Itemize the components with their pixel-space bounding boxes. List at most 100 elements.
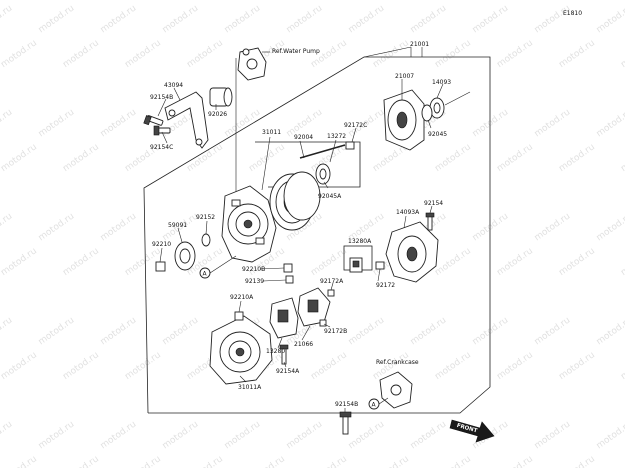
part-label: 92154B [335,401,358,408]
watermark-text: motod.ru [619,38,625,70]
part-label: 31011 [262,129,281,136]
watermark-text: motod.ru [471,3,511,35]
watermark-text: motod.ru [533,315,573,347]
watermark-text: motod.ru [223,107,263,139]
watermark-text: motod.ru [619,454,625,468]
front-label: FRONT [456,423,478,435]
watermark-text: motod.ru [309,350,349,382]
callout-a-top: A [199,267,211,279]
watermark-text: motod.ru [557,350,597,382]
part-label: 43094 [164,82,183,89]
part-label: 92154A [276,368,300,375]
svg-text:A: A [203,271,208,278]
watermark-text: motod.ru [37,419,77,451]
bolt-92154c [153,125,171,136]
watermark-text: motod.ru [471,211,511,243]
watermark-text: motod.ru [223,419,263,451]
part-label: 14093A [396,209,420,216]
watermark-text: motod.ru [285,419,325,451]
watermark-text: motod.ru [123,350,163,382]
watermark-text: motod.ru [123,38,163,70]
nut-92172c [345,141,355,150]
watermark-text: motod.ru [37,3,77,35]
bolt-92154b-top [143,115,164,126]
watermark-text: motod.ru [260,0,300,1]
watermark-text: motod.ru [595,107,625,139]
watermark-text: motod.ru [247,454,287,468]
regulator-13280a [343,245,373,273]
housing-31011 [221,185,277,263]
watermark-text: motod.ru [161,419,201,451]
watermark-text: motod.ru [619,142,625,174]
part-label: 92154B [150,94,173,101]
part-label: 92172 [376,282,395,289]
watermark-text: motod.ru [471,315,511,347]
bearing-92045 [421,104,433,122]
screw-92172a [327,289,335,297]
watermark-text: motod.ru [309,246,349,278]
part-label: 92045 [428,131,447,138]
watermark-text: motod.ru [322,0,362,1]
watermark-text: motod.ru [433,142,473,174]
part-label: 92210 [152,241,171,248]
watermark-text: motod.ru [161,3,201,35]
watermark-text: motod.ru [0,3,14,35]
watermark-text: motod.ru [37,211,77,243]
svg-text:A: A [372,402,377,409]
watermark-text: motod.ru [185,38,225,70]
part-label: 92172A [320,278,344,285]
watermark-text: motod.ru [533,3,573,35]
watermark-text: motod.ru [61,246,101,278]
watermark-text: motod.ru [37,107,77,139]
nut-92210 [155,261,166,272]
watermark-text: motod.ru [409,3,449,35]
part-label: 59091 [168,222,187,229]
part-label: 21066 [294,341,313,348]
watermark-text: motod.ru [123,454,163,468]
watermark-text: motod.ru [409,419,449,451]
watermark-text: motod.ru [99,211,139,243]
bolt-92154b-bottom [339,411,352,435]
part-label: 13280 [266,348,285,355]
watermark-text: motod.ru [0,315,14,347]
watermark-text: motod.ru [61,350,101,382]
collar-92026 [209,87,233,107]
nut-92139 [285,275,294,284]
watermark-text: motod.ru [0,107,14,139]
watermark-text: motod.ru [61,454,101,468]
rear-cover-14093a [385,221,439,283]
watermark-text: motod.ru [371,454,411,468]
watermark-text: motod.ru [61,142,101,174]
watermark-text: motod.ru [99,107,139,139]
watermark-text: motod.ru [0,142,39,174]
crankcase-mount [379,371,413,409]
part-label: 13280A [348,238,372,245]
watermark-text: motod.ru [384,0,424,1]
watermark-text: motod.ru [495,454,535,468]
bracket-43094 [164,91,209,149]
watermark-text: motod.ru [409,315,449,347]
watermark-text: motod.ru [533,211,573,243]
front-cover-31011a [209,315,273,385]
watermark-text: motod.ru [471,107,511,139]
watermark-text: motod.ru [0,419,14,451]
part-label: 92004 [294,134,313,141]
leader-lines [157,47,444,412]
watermark-text: motod.ru [557,38,597,70]
watermark-text: motod.ru [557,142,597,174]
part-label: 14093 [432,79,451,86]
watermark-text: motod.ru [0,454,39,468]
part-labels: 21001 21007 14093 92045 43094 92154B 920… [150,41,451,408]
watermark-text: motod.ru [595,419,625,451]
bolt-92154a [279,344,289,365]
watermark-text: motod.ru [619,350,625,382]
bearing-92045a [315,163,331,185]
watermark-text: motod.ru [136,0,176,1]
watermark-text: motod.ru [570,0,610,1]
watermark-text: motod.ru [0,246,39,278]
part-label: 92139 [245,278,264,285]
part-label: 92210B [242,266,265,273]
watermark-text: motod.ru [74,0,114,1]
